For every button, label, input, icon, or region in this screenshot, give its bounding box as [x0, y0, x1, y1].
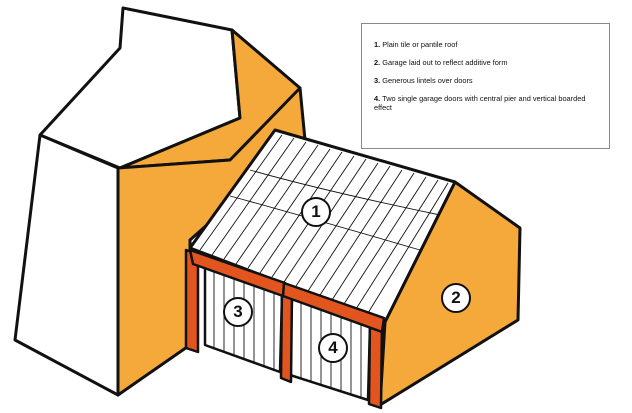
- legend-text: Garage laid out to reflect additive form: [382, 58, 507, 67]
- marker-1-roof: 1: [301, 197, 331, 227]
- legend-text: Two single garage doors with central pie…: [374, 94, 585, 112]
- central-pier: [281, 286, 292, 382]
- legend-text: Plain tile or pantile roof: [382, 40, 457, 49]
- legend-text: Generous lintels over doors: [382, 76, 472, 85]
- legend-box: 1. Plain tile or pantile roof 2. Garage …: [361, 23, 610, 149]
- legend-item-2: 2. Garage laid out to reflect additive f…: [374, 58, 599, 67]
- legend-item-4: 4. Two single garage doors with central …: [374, 94, 599, 112]
- legend-num: 1.: [374, 40, 380, 49]
- legend-num: 2.: [374, 58, 380, 67]
- marker-3-lintel: 3: [223, 297, 253, 327]
- legend-num: 3.: [374, 76, 380, 85]
- marker-2-gable: 2: [441, 283, 471, 313]
- house-front-wall: [15, 135, 118, 395]
- legend-item-1: 1. Plain tile or pantile roof: [374, 40, 599, 49]
- legend-num: 4.: [374, 94, 380, 103]
- marker-4-doors: 4: [318, 333, 348, 363]
- legend-item-3: 3. Generous lintels over doors: [374, 76, 599, 85]
